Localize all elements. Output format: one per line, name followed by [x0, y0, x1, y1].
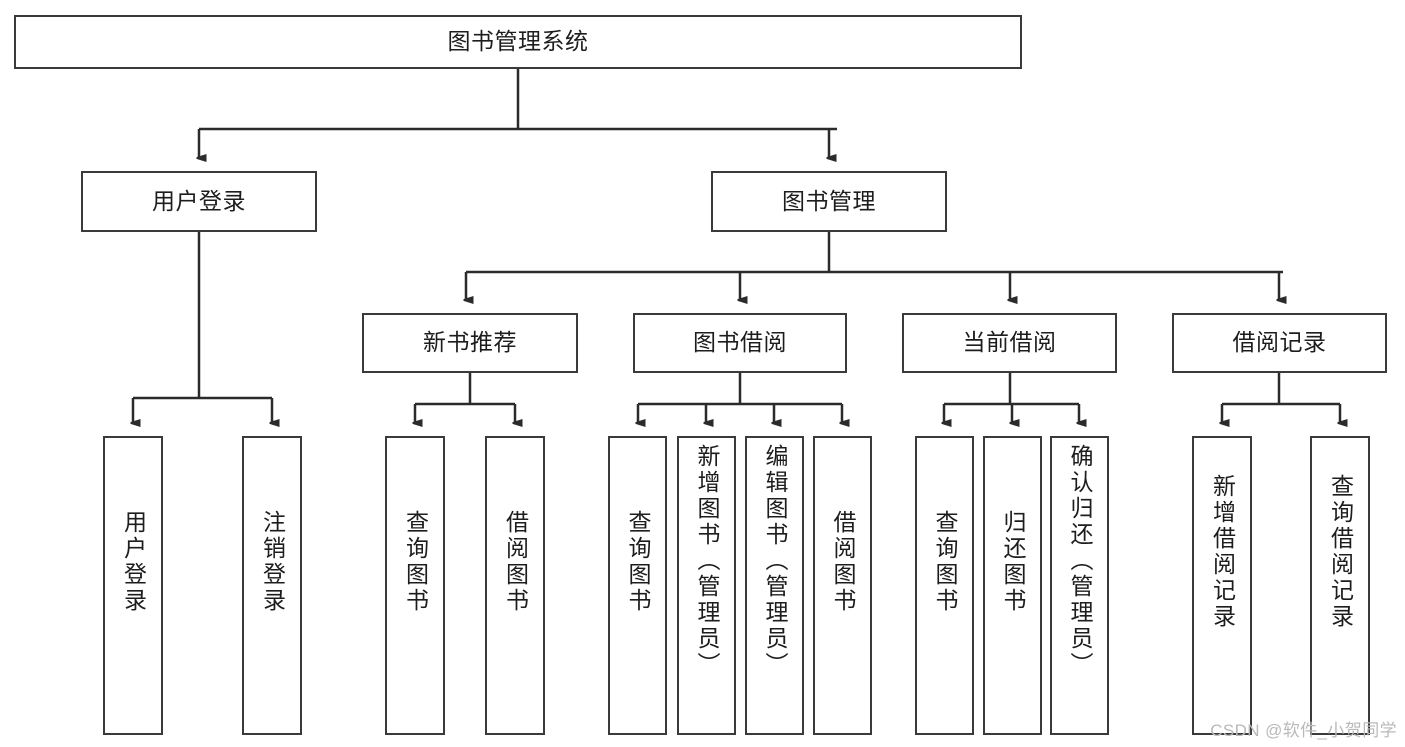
leaf-query-book-current[interactable]: 查询图书	[915, 436, 974, 735]
leaf-borrow-book-label: 借阅图书	[830, 510, 856, 614]
leaf-add-borrow-record-label: 新增借阅记录	[1209, 474, 1236, 630]
leaf-logout[interactable]: 注销登录	[242, 436, 302, 735]
node-current-borrow-label: 当前借阅	[962, 329, 1057, 356]
leaf-borrow-book-recommend[interactable]: 借阅图书	[485, 436, 545, 735]
node-new-book-recommend[interactable]: 新书推荐	[362, 313, 578, 373]
node-book-borrow[interactable]: 图书借阅	[633, 313, 847, 373]
node-current-borrow[interactable]: 当前借阅	[902, 313, 1117, 373]
leaf-user-login-label: 用户登录	[120, 510, 147, 614]
node-borrow-records-label: 借阅记录	[1232, 329, 1327, 356]
node-book-management-label: 图书管理	[782, 187, 876, 214]
node-borrow-records[interactable]: 借阅记录	[1172, 313, 1387, 373]
leaf-user-login[interactable]: 用户登录	[103, 436, 163, 735]
leaf-borrow-book[interactable]: 借阅图书	[813, 436, 872, 735]
node-book-borrow-label: 图书借阅	[693, 329, 787, 356]
leaf-query-book-recommend-label: 查询图书	[402, 510, 429, 614]
node-book-management[interactable]: 图书管理	[711, 171, 947, 232]
leaf-query-book-current-label: 查询图书	[932, 510, 958, 614]
leaf-confirm-return-admin-label: 确认归还（管理员）	[1067, 444, 1093, 678]
leaf-add-book-admin[interactable]: 新增图书（管理员）	[677, 436, 736, 735]
leaf-query-book-recommend[interactable]: 查询图书	[385, 436, 445, 735]
node-user-login[interactable]: 用户登录	[81, 171, 317, 232]
leaf-edit-book-admin[interactable]: 编辑图书（管理员）	[745, 436, 804, 735]
leaf-return-book[interactable]: 归还图书	[983, 436, 1042, 735]
leaf-logout-label: 注销登录	[259, 510, 286, 614]
leaf-edit-book-admin-label: 编辑图书（管理员）	[762, 444, 788, 678]
node-user-login-label: 用户登录	[152, 187, 246, 214]
leaf-confirm-return-admin[interactable]: 确认归还（管理员）	[1050, 436, 1109, 735]
watermark: CSDN @软件_小贺同学	[1210, 721, 1397, 740]
node-root[interactable]: 图书管理系统	[14, 15, 1022, 69]
leaf-return-book-label: 归还图书	[1000, 510, 1026, 614]
node-new-book-recommend-label: 新书推荐	[423, 329, 517, 356]
leaf-query-book-label: 查询图书	[625, 510, 651, 614]
leaf-query-borrow-record-label: 查询借阅记录	[1327, 474, 1354, 630]
node-root-label: 图书管理系统	[447, 28, 589, 55]
leaf-query-book[interactable]: 查询图书	[608, 436, 667, 735]
leaf-borrow-book-recommend-label: 借阅图书	[502, 510, 529, 614]
leaf-add-borrow-record[interactable]: 新增借阅记录	[1192, 436, 1252, 735]
leaf-query-borrow-record[interactable]: 查询借阅记录	[1310, 436, 1370, 735]
leaf-add-book-admin-label: 新增图书（管理员）	[694, 444, 720, 678]
